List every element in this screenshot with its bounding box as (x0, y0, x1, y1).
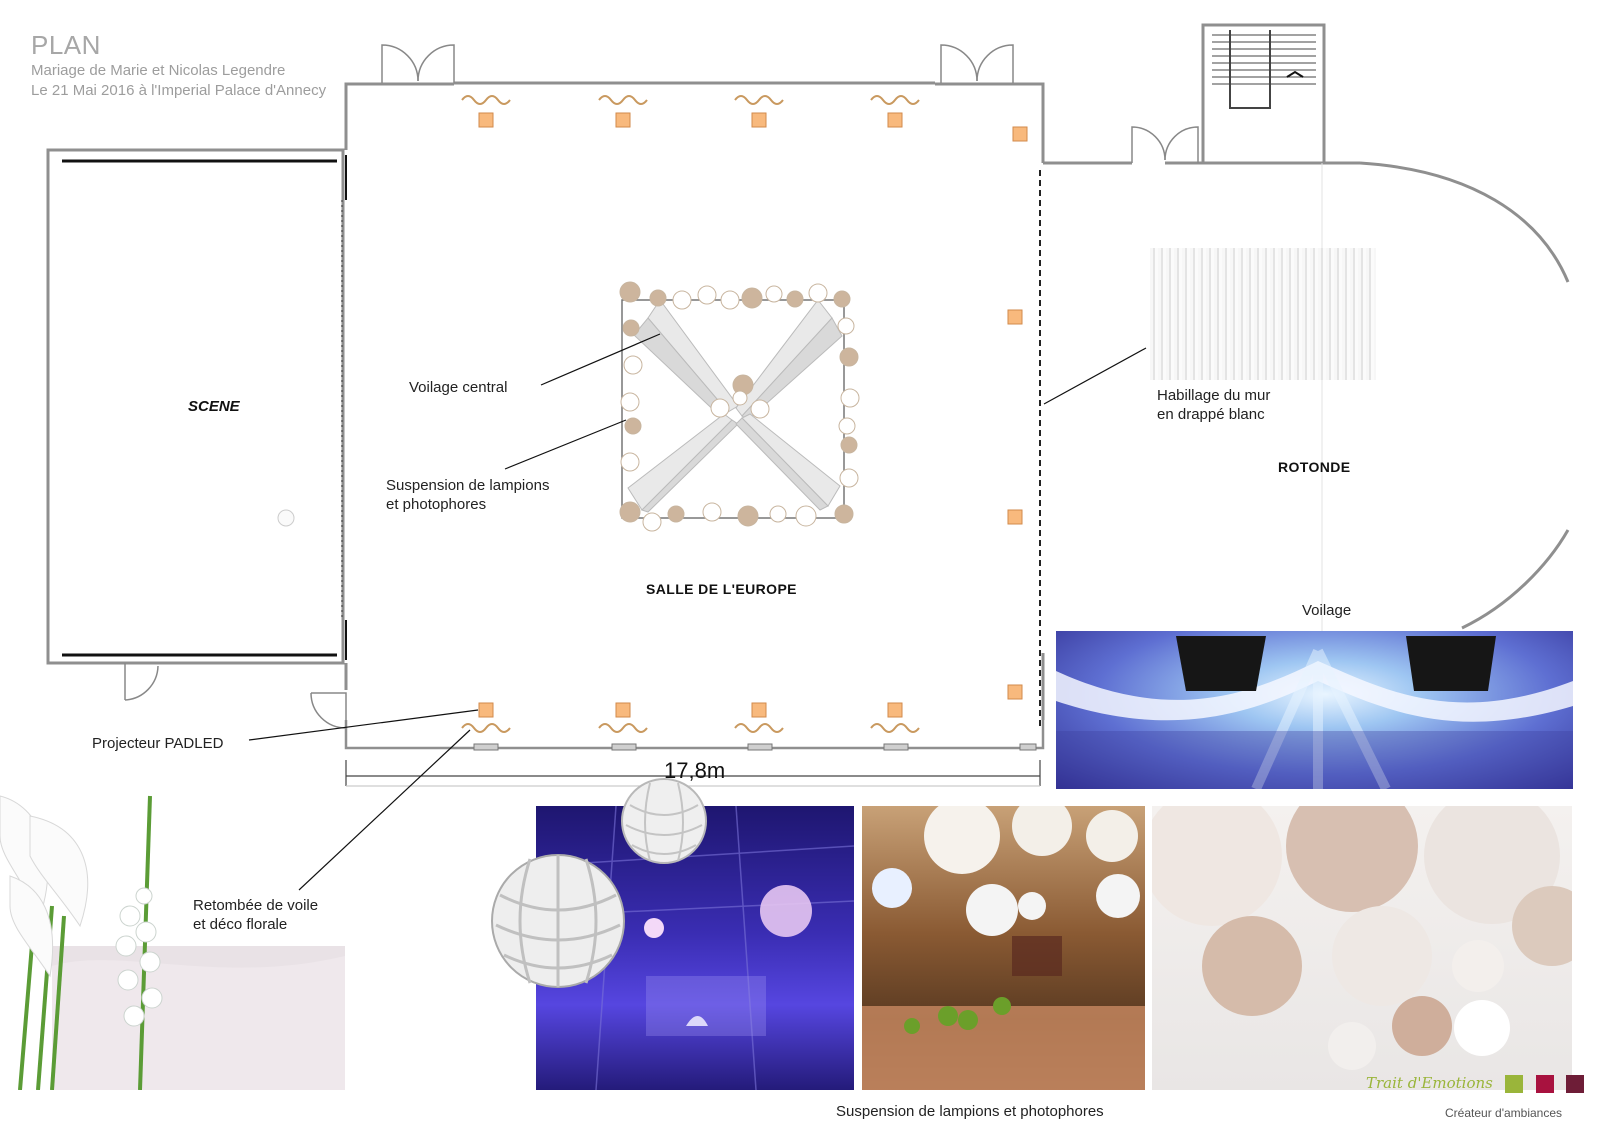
central-voilage (619, 281, 860, 532)
label-projecteur: Projecteur PADLED (92, 735, 224, 752)
label-voilage-central: Voilage central (409, 379, 508, 396)
label-habillage-line2: en drappé blanc (1157, 406, 1265, 423)
logo-square-burgundy (1566, 1074, 1585, 1093)
scene-walls (46, 148, 347, 701)
dimension-line (345, 760, 1041, 787)
caption-suspension-photos: Suspension de lampions et photophores (836, 1103, 1104, 1120)
restaurant-lanterns-photo (862, 806, 1145, 1090)
rotonde-walls (1041, 23, 1570, 720)
logo-name: Trait d'Emotions (1366, 1074, 1493, 1092)
projector-markers (478, 112, 1028, 718)
label-retombee-line1: Retombée de voile (193, 897, 319, 914)
label-retombee-line2: et déco florale (193, 916, 288, 933)
logo-square-red (1535, 1074, 1554, 1093)
plan-title: PLAN (31, 30, 101, 60)
pastel-lanterns-photo (1152, 806, 1572, 1090)
logo: Trait d'Emotions (1366, 1074, 1585, 1093)
plan-subtitle-date: Le 21 Mai 2016 à l'Imperial Palace d'Ann… (31, 82, 327, 99)
voilage-photo (1056, 631, 1573, 789)
leader-lines (248, 333, 1147, 891)
room-label-rotonde: ROTONDE (1278, 459, 1351, 475)
wall-drape-image (1150, 248, 1376, 380)
floral-photo (0, 776, 345, 1090)
dimension-label: 17,8m (664, 758, 726, 783)
label-voilage: Voilage (1302, 602, 1352, 619)
label-suspension-line2: et photophores (386, 496, 487, 513)
label-habillage-line1: Habillage du mur (1157, 387, 1271, 404)
label-suspension-line1: Suspension de lampions (386, 477, 550, 494)
floral-drape-markers (461, 95, 920, 733)
plan-subtitle-couple: Mariage de Marie et Nicolas Legendre (31, 62, 286, 79)
logo-square-green (1505, 1074, 1524, 1093)
white-lanterns-overlay (491, 778, 707, 988)
logo-tagline: Créateur d'ambiances (1445, 1106, 1563, 1120)
room-label-europe: SALLE DE L'EUROPE (646, 581, 797, 597)
europe-walls (310, 44, 1045, 751)
room-label-scene: SCENE (188, 398, 240, 415)
